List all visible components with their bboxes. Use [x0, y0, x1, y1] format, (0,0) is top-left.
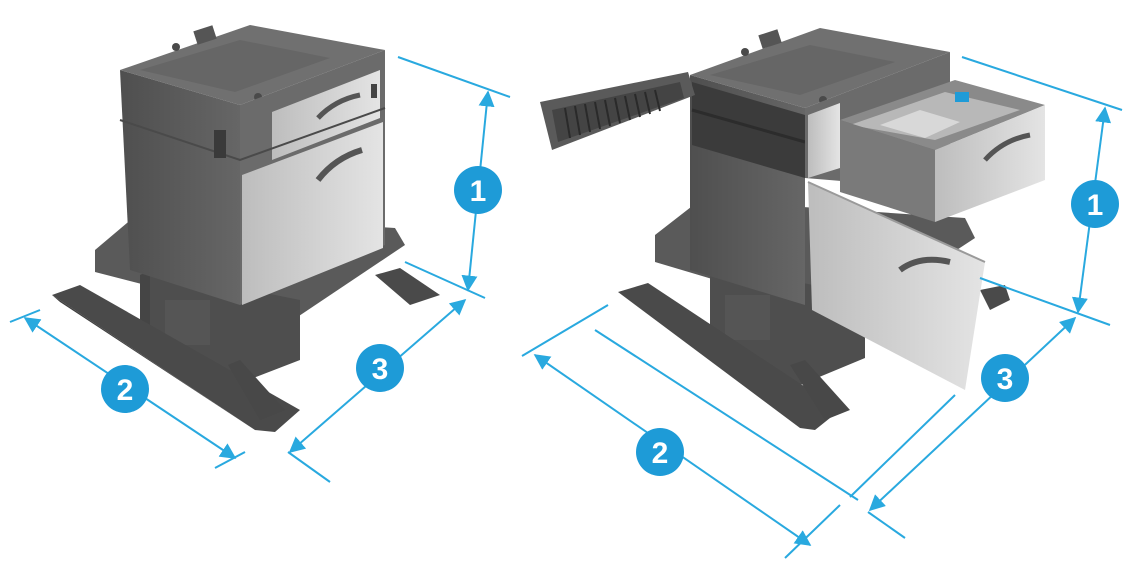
open-view-callout-depth: 3: [981, 354, 1029, 402]
open-view-callout-width: 2: [636, 428, 684, 476]
svg-text:1: 1: [1087, 189, 1104, 222]
svg-text:3: 3: [372, 353, 389, 386]
svg-text:3: 3: [997, 363, 1014, 396]
svg-text:1: 1: [470, 175, 487, 208]
open-view-callout-height: 1: [1071, 180, 1119, 228]
open-view-printer: [540, 28, 1045, 430]
open-view-dimension-lines: [521, 56, 1123, 559]
closed-view-cabinet: [119, 25, 386, 305]
closed-view-printer: [52, 25, 440, 432]
svg-text:2: 2: [652, 437, 669, 470]
closed-view-callout-width: 2: [101, 365, 149, 413]
closed-view-callout-depth: 3: [356, 344, 404, 392]
closed-view-callout-height: 1: [454, 166, 502, 214]
svg-text:2: 2: [117, 374, 134, 407]
